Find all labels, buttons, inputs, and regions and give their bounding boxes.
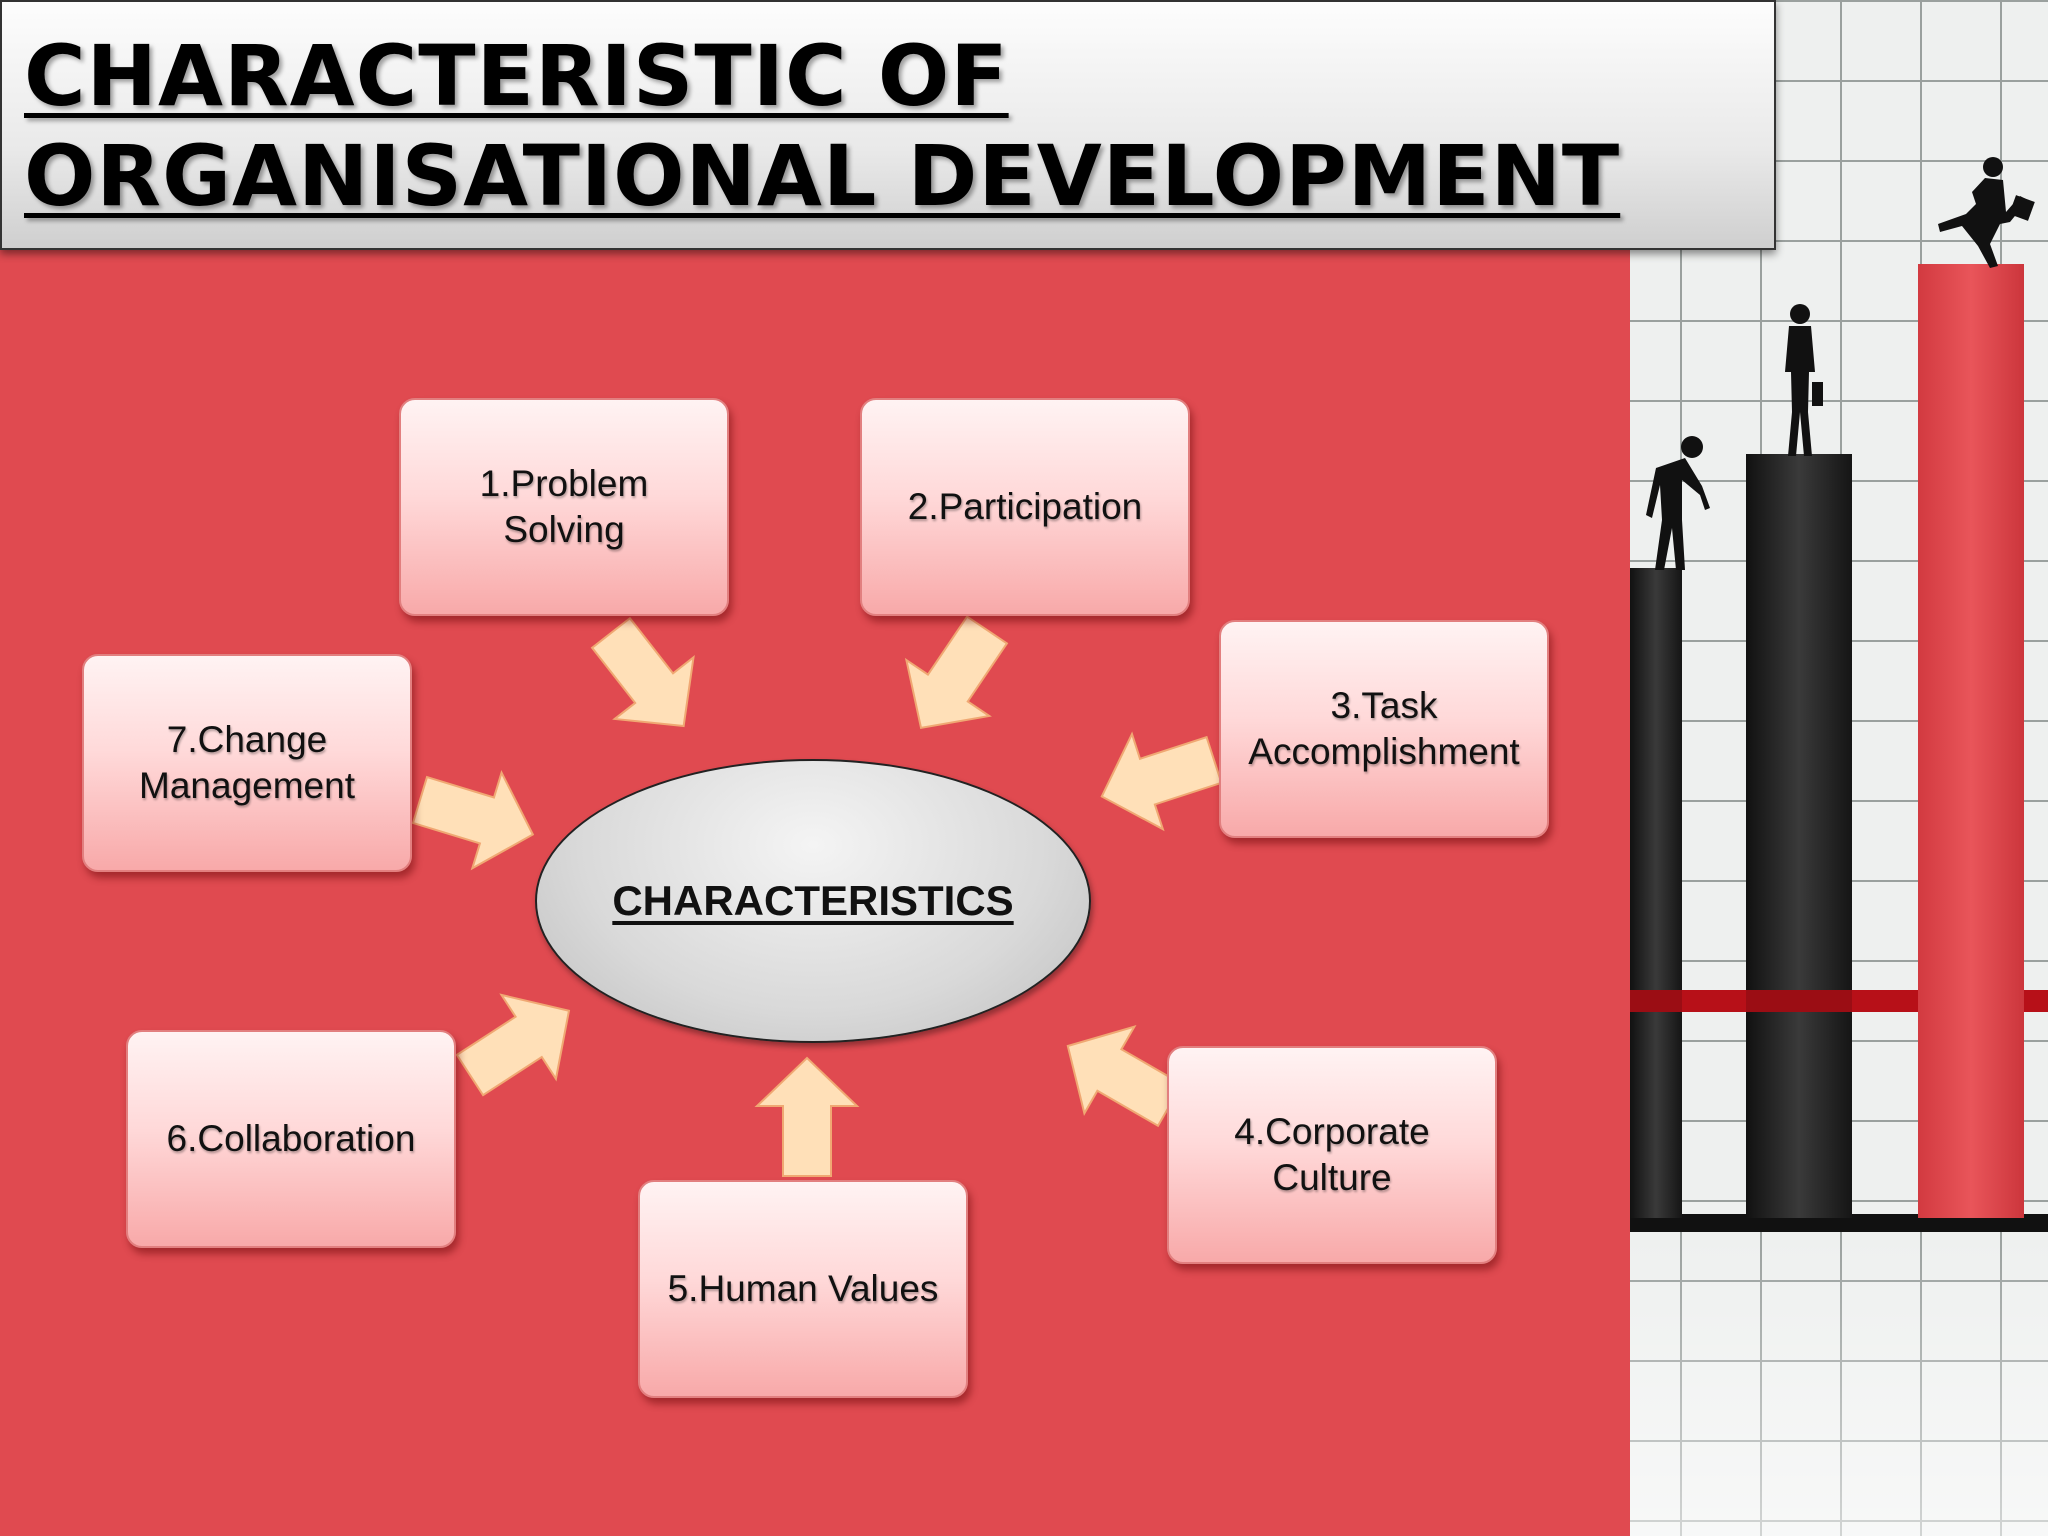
arrow-problem-solving-to-center [590,616,695,728]
title-line-1: CHARACTERISTIC OF [24,27,1009,125]
floor-line [1630,1214,2048,1232]
title-line-2: ORGANISATIONAL DEVELOPMENT [24,127,1621,225]
node-label: 1.Problem Solving [479,463,649,550]
chart-bar-1 [1630,568,1682,1218]
diagram-edges [411,615,1223,1177]
center-node[interactable]: CHARACTERISTICS [535,759,1091,1043]
arrow-human-values-to-center [754,1056,860,1177]
node-label: 3.Task Accomplishment [1248,685,1520,772]
node-corporate-culture[interactable]: 4.Corporate Culture [1167,1046,1497,1264]
arrow-task-accomplishment-to-center [1100,731,1223,832]
node-label: 5.Human Values [667,1268,939,1309]
silhouette-running-icon [1938,157,2035,268]
node-task-accomplishment[interactable]: 3.Task Accomplishment [1219,620,1549,838]
chart-bar-2 [1746,454,1852,1218]
arrow-collaboration-to-center [455,993,571,1097]
node-human-values[interactable]: 5.Human Values [638,1180,968,1398]
node-label: 7.Change Management [139,719,355,806]
silhouette-bending-icon [1646,436,1710,570]
background-photo [1630,0,2048,1536]
node-label: 6.Collaboration [166,1118,416,1159]
arrow-change-management-to-center [411,769,535,871]
node-collaboration[interactable]: 6.Collaboration [126,1030,456,1248]
title-bar: CHARACTERISTIC OF ORGANISATIONAL DEVELOP… [0,0,1776,250]
node-label: 2.Participation [907,486,1143,527]
node-problem-solving[interactable]: 1.Problem Solving [399,398,729,616]
node-label: 4.Corporate Culture [1234,1111,1430,1198]
silhouette-standing-icon [1785,304,1823,456]
chart-bar-3 [1918,264,2024,1218]
slide-title: CHARACTERISTIC OF ORGANISATIONAL DEVELOP… [24,26,1620,226]
center-node-label: CHARACTERISTICS [612,877,1014,924]
node-change-management[interactable]: 7.Change Management [82,654,412,872]
node-participation[interactable]: 2.Participation [860,398,1190,616]
arrow-participation-to-center [904,615,1009,729]
